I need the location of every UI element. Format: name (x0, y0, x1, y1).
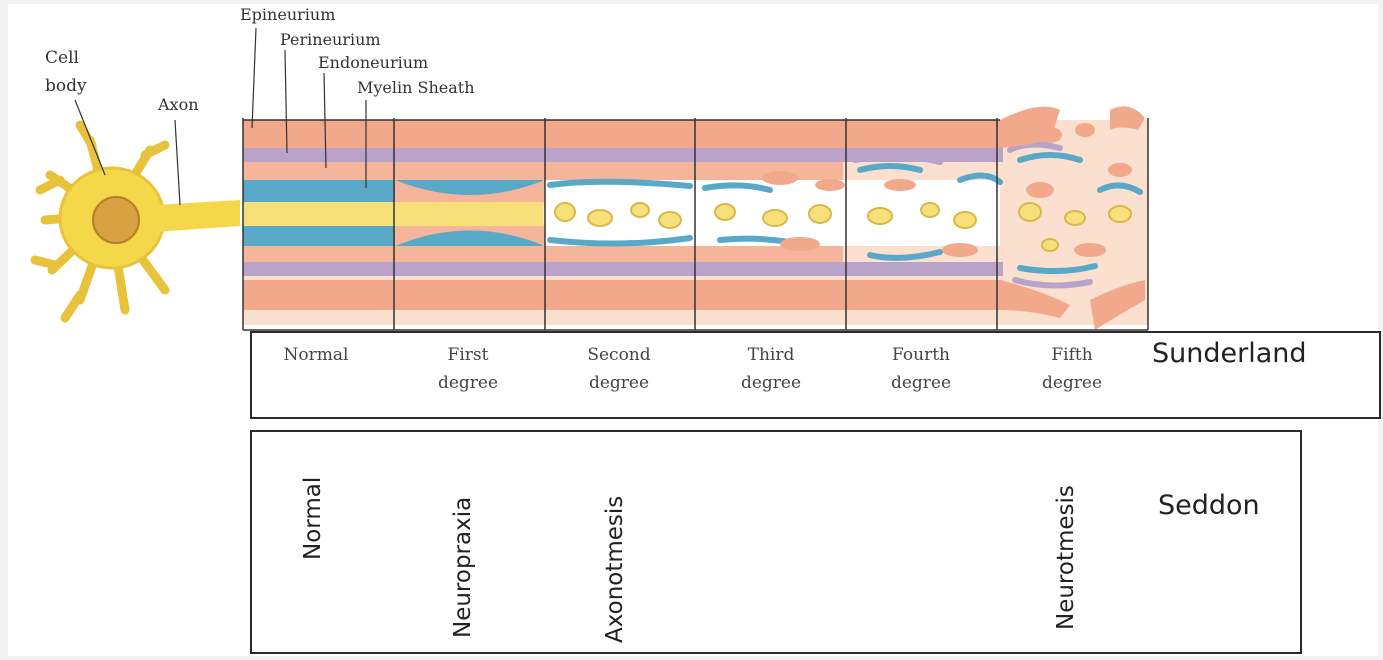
sunderland-grade-fourth: Fourth degree (861, 341, 981, 397)
sunderland-grade-third: Third degree (711, 341, 831, 397)
neuron-cell (35, 125, 240, 318)
sunderland-grade-first: First degree (408, 341, 528, 397)
cell-body-label-line2: body (45, 76, 87, 96)
sunderland-grade-2-line2: degree (559, 369, 679, 397)
sunderland-grade-normal: Normal (256, 341, 376, 369)
sunderland-grade-4-line1: Fourth (861, 341, 981, 369)
seddon-grade-neurotmesis: Neurotmesis (1053, 485, 1079, 630)
sunderland-grade-fifth: Fifth degree (1012, 341, 1132, 397)
perineurium-label: Perineurium (280, 30, 381, 50)
sunderland-grade-3-line1: Third (711, 341, 831, 369)
sunderland-grade-2-line1: Second (559, 341, 679, 369)
seddon-box (250, 430, 1302, 654)
sunderland-grade-0-line1: Normal (256, 341, 376, 369)
seddon-grade-axonotmesis: Axonotmesis (602, 496, 628, 643)
axon-label: Axon (158, 95, 199, 115)
seddon-grade-normal: Normal (300, 477, 326, 560)
nerve-trunk (243, 106, 1148, 330)
sunderland-grade-4-line2: degree (861, 369, 981, 397)
endoneurium-label: Endoneurium (318, 53, 428, 73)
sunderland-grade-1-line1: First (408, 341, 528, 369)
cell-body-label-line1: Cell (45, 48, 79, 68)
sunderland-grade-5-line2: degree (1012, 369, 1132, 397)
sunderland-grade-3-line2: degree (711, 369, 831, 397)
seddon-title: Seddon (1158, 490, 1260, 521)
sunderland-grade-1-line2: degree (408, 369, 528, 397)
myelin-sheath-label: Myelin Sheath (357, 78, 475, 98)
sunderland-title: Sunderland (1152, 338, 1307, 369)
epineurium-label: Epineurium (240, 5, 335, 25)
seddon-grade-neuropraxia: Neuropraxia (450, 497, 476, 638)
sunderland-grade-second: Second degree (559, 341, 679, 397)
sunderland-grade-5-line1: Fifth (1012, 341, 1132, 369)
